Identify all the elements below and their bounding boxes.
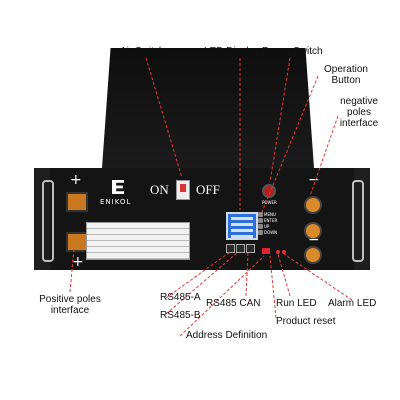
menu-button[interactable]: [258, 212, 263, 217]
leader-power-switch: [269, 57, 291, 183]
callout-rs485-a: RS485-A: [160, 292, 201, 303]
rs485-b-port[interactable]: [236, 244, 245, 253]
led-display-screen: [226, 212, 258, 240]
negative-terminal-middle: [304, 222, 322, 240]
up-button[interactable]: [258, 224, 263, 229]
leader-operation-button: [261, 75, 319, 213]
enter-button[interactable]: [258, 218, 263, 223]
air-switch-breaker[interactable]: [176, 180, 190, 200]
positive-symbol: +: [70, 172, 82, 188]
callout-product-reset: Product reset: [276, 316, 336, 327]
rs485-can-port[interactable]: [246, 244, 255, 253]
callout-operation-button: Operation Button: [324, 64, 368, 86]
negative-symbol-upper: −: [308, 172, 320, 188]
handle-left: [42, 180, 54, 262]
leader-negative-poles: [309, 115, 339, 197]
power-label: POWER: [262, 200, 277, 205]
air-switch-on-text: ON: [150, 182, 169, 197]
positive-symbol-lower: +: [72, 254, 84, 270]
rs485-a-port[interactable]: [226, 244, 235, 253]
spec-label-plate: [86, 222, 190, 260]
callout-rs485-b: RS485-B: [160, 310, 201, 321]
menu-label: MENU: [264, 212, 276, 217]
up-label: UP: [264, 224, 270, 229]
callout-run-led: Run LED: [276, 298, 317, 309]
down-label: DOWN: [264, 230, 278, 235]
battery-top-face: [101, 48, 315, 178]
brand-name: ENIKOL: [100, 198, 132, 206]
callout-alarm-led: Alarm LED: [328, 298, 377, 309]
handle-right: [352, 180, 364, 262]
callout-address-definition: Address Definition: [186, 330, 268, 341]
run-led: [276, 250, 280, 254]
callout-air-switch: Air Switch: [120, 46, 165, 57]
callout-rs485-can: RS485 CAN: [206, 298, 261, 309]
leader-rs485-a: [165, 251, 231, 299]
callout-power-switch: Power Switch: [262, 46, 323, 57]
negative-symbol-lower: −: [308, 232, 320, 248]
leader-product-reset: [269, 255, 277, 319]
positive-terminal-upper: [66, 192, 88, 212]
leader-alarm-led: [283, 253, 353, 301]
down-button[interactable]: [258, 230, 263, 235]
leader-air-switch: [145, 57, 183, 179]
address-dip-switch[interactable]: [262, 248, 270, 254]
alarm-led: [282, 250, 286, 254]
callout-negative-poles: negative poles interface: [339, 96, 379, 129]
leader-address-definition: [179, 255, 265, 337]
leader-positive-poles: [69, 247, 75, 293]
leader-rs485-can: [245, 251, 249, 297]
air-switch-off-text: OFF: [196, 182, 220, 197]
enter-label: ENTER: [264, 218, 278, 223]
leader-rs485-b: [165, 251, 239, 315]
negative-terminal-upper: [304, 196, 322, 214]
callout-positive-poles: Positive poles interface: [39, 294, 101, 316]
negative-terminal-lower: [304, 246, 322, 264]
leader-run-led: [277, 253, 291, 297]
callout-led-display: LED Display: [204, 46, 260, 57]
